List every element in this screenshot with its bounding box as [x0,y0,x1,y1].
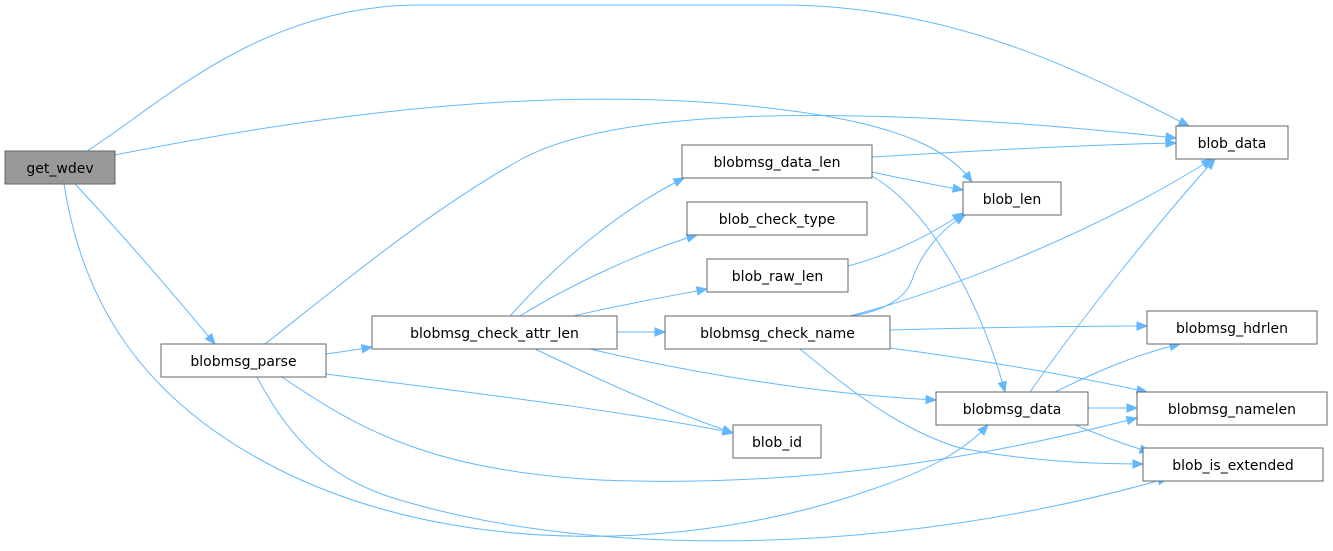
edge-blobmsg-data-to-blobmsg-namelen [1088,403,1139,413]
node-label: blobmsg_namelen [1168,402,1296,418]
edge-arrowhead [1165,138,1178,148]
node-label: blob_data [1198,136,1267,152]
edge-arrowhead [977,424,989,436]
node-blobmsg-data[interactable]: blobmsg_data [935,391,1089,426]
edge-blobmsg-data-len-to-blob-len [871,171,965,193]
edge-arrowhead [1165,132,1178,142]
node-label: blobmsg_data [963,402,1062,418]
node-blobmsg-hdrlen[interactable]: blobmsg_hdrlen [1146,310,1318,345]
edge-arrowhead [1177,116,1191,127]
edge-blobmsg-data-to-blob-data [1029,157,1216,393]
edge-blobmsg-check-name-to-blob-len [849,214,967,317]
edge-arrowhead [360,344,374,354]
edge-blobmsg-data-to-blob-is-extended [1074,424,1152,454]
edge-arrowhead [997,380,1007,394]
edge-arrowhead [1125,415,1139,426]
node-label: get_wdev [26,161,93,177]
edge-arrowhead [721,425,735,435]
edge-blobmsg-parse-to-blobmsg-check-attr-len [325,344,374,355]
edge-get-wdev-to-blobmsg-parse [74,183,216,346]
node-label: blobmsg_parse [190,354,296,370]
edge-blobmsg-check-attr-len-to-blob-raw-len [572,286,709,317]
edge-blobmsg-check-name-to-blobmsg-namelen [889,347,1149,395]
node-layer: get_wdev blobmsg_parse blobmsg_check_att… [4,125,1328,482]
edge-layer [63,4,1216,542]
edge-blobmsg-check-attr-len-to-blobmsg-data [589,348,938,405]
edge-blobmsg-check-attr-len-to-blobmsg-data-len [509,177,686,317]
node-blob-check-type[interactable]: blob_check_type [686,201,868,236]
edge-arrowhead [654,327,667,337]
edge-arrowhead [204,332,216,346]
edge-arrowhead [1136,321,1149,331]
node-blobmsg-check-name[interactable]: blobmsg_check_name [664,315,891,350]
edge-blobmsg-data-len-to-blob-data [871,138,1178,158]
edge-blobmsg-data-to-blobmsg-hdrlen [1054,341,1182,393]
node-label: blobmsg_data_len [714,155,841,171]
node-label: blob_is_extended [1172,458,1293,474]
node-blob-raw-len[interactable]: blob_raw_len [706,258,849,293]
edge-blobmsg-check-name-to-blob-is-extended [799,348,1145,469]
edge-arrowhead [1204,157,1216,170]
edge-arrowhead [951,183,965,193]
edge-blobmsg-data-len-to-blobmsg-data [871,175,1007,394]
edge-blobmsg-check-name-to-blobmsg-hdrlen [889,321,1149,331]
edge-blobmsg-check-attr-len-to-blobmsg-check-name [617,327,667,337]
edge-get-wdev-to-blob-data [86,4,1191,152]
node-blobmsg-namelen[interactable]: blobmsg_namelen [1136,391,1328,426]
node-label: blob_len [983,192,1042,208]
node-blobmsg-data-len[interactable]: blobmsg_data_len [681,144,873,179]
edge-get-wdev-to-blobmsg-data [63,183,989,537]
node-blob-len[interactable]: blob_len [962,181,1062,216]
node-label: blob_raw_len [732,269,823,285]
edge-get-wdev-to-blob-len [114,98,973,184]
node-blob-id[interactable]: blob_id [732,424,822,459]
edge-arrowhead [925,394,938,405]
node-label: blobmsg_check_name [700,326,855,342]
edge-arrowhead [1132,459,1145,469]
node-blobmsg-parse[interactable]: blobmsg_parse [160,343,327,378]
node-blobmsg-check-attr-len[interactable]: blobmsg_check_attr_len [371,315,618,350]
edge-arrowhead [695,286,709,296]
edge-blobmsg-parse-to-blob-id [325,373,735,436]
edge-arrowhead [672,177,686,187]
edge-blobmsg-parse-to-blobmsg-namelen [281,376,1139,482]
edge-arrowhead [961,170,973,184]
node-label: blobmsg_check_attr_len [410,326,579,342]
edge-blobmsg-check-attr-len-to-blob-check-type [519,233,699,317]
node-blob-data[interactable]: blob_data [1175,125,1289,160]
node-blob-is-extended[interactable]: blob_is_extended [1142,447,1324,482]
edge-arrowhead [1126,403,1139,413]
node-label: blobmsg_hdrlen [1176,321,1288,337]
edge-arrowhead [953,214,967,225]
edge-blobmsg-check-attr-len-to-blob-id [534,348,735,435]
node-label: blob_id [752,435,802,451]
edge-blobmsg-parse-to-blob-data [264,114,1178,345]
node-get-wdev[interactable]: get_wdev [4,150,116,185]
node-label: blob_check_type [719,212,836,228]
